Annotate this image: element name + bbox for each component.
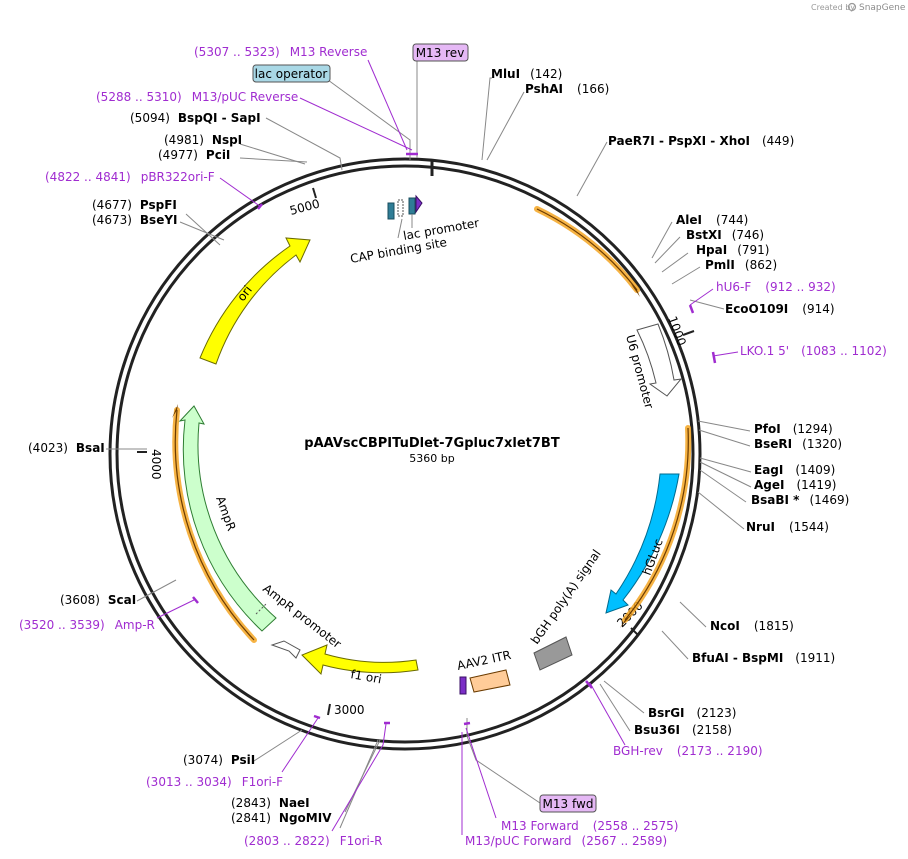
snapgene-credit: Created by SnapGene — [811, 2, 906, 13]
orf-arcs — [172, 206, 692, 643]
box-m13-rev[interactable]: M13 rev — [412, 43, 469, 62]
svg-text:(4981)NspI: (4981)NspI — [164, 133, 242, 147]
svg-text:(4677)PspFI: (4677)PspFI — [92, 198, 177, 212]
enzyme-labels-left[interactable]: (3074)PsiI (2843)NaeI (2841)NgoMIV (3608… — [28, 111, 332, 825]
svg-text:BfuAI - BspMI(1911): BfuAI - BspMI(1911) — [692, 651, 835, 665]
feature-lac-region[interactable]: lac promoter CAP binding site — [349, 194, 480, 266]
svg-text:M13 fwd: M13 fwd — [543, 797, 594, 811]
svg-text:(2803 .. 2822)F1ori-R: (2803 .. 2822)F1ori-R — [244, 834, 383, 848]
svg-text:AmpR: AmpR — [213, 494, 238, 532]
svg-text:M13/pUC Forward(2567 .. 2589): M13/pUC Forward(2567 .. 2589) — [465, 834, 667, 848]
svg-text:(3608)ScaI: (3608)ScaI — [60, 593, 136, 607]
plasmid-size: 5360 bp — [409, 452, 454, 465]
plasmid-backbone — [108, 157, 702, 751]
svg-text:Created by: Created by — [811, 3, 855, 12]
plasmid-name: pAAVscCBPITuDlet-7Gpluc7xlet7BT — [304, 436, 560, 451]
svg-text:(2841)NgoMIV: (2841)NgoMIV — [231, 811, 332, 825]
svg-text:hU6-F(912 .. 932): hU6-F(912 .. 932) — [716, 280, 836, 294]
svg-text:(4673)BseYI: (4673)BseYI — [92, 213, 178, 227]
tick-label-5000: 5000 — [288, 196, 321, 217]
svg-text:M13 Forward(2558 .. 2575): M13 Forward(2558 .. 2575) — [501, 819, 678, 833]
svg-text:(3074)PsiI: (3074)PsiI — [183, 753, 255, 767]
svg-text:(4822 .. 4841)pBR322ori-F: (4822 .. 4841)pBR322ori-F — [45, 170, 215, 184]
svg-text:BGH-rev(2173 .. 2190): BGH-rev(2173 .. 2190) — [613, 744, 763, 758]
svg-text:PaeR7I - PspXI - XhoI(449): PaeR7I - PspXI - XhoI(449) — [608, 134, 794, 148]
svg-text:MluI(142): MluI(142) — [491, 67, 562, 81]
svg-text:AAV2 ITR: AAV2 ITR — [456, 648, 513, 673]
svg-text:(4977)PciI: (4977)PciI — [158, 148, 230, 162]
svg-text:HpaI(791): HpaI(791) — [696, 243, 769, 257]
tick-label-1000: 1000 — [665, 314, 689, 347]
feature-f1-ori[interactable]: f1 ori — [301, 644, 423, 686]
svg-text:lac operator: lac operator — [255, 67, 328, 81]
svg-text:NruI(1544): NruI(1544) — [746, 520, 829, 534]
svg-text:(5307 .. 5323)M13 Reverse: (5307 .. 5323)M13 Reverse — [194, 45, 367, 59]
svg-text:NcoI(1815): NcoI(1815) — [710, 619, 794, 633]
primer-labels[interactable]: (5307 .. 5323)M13 Reverse (5288 .. 5310)… — [19, 45, 887, 848]
tick-label-3000: 3000 — [334, 703, 365, 717]
box-m13-fwd[interactable]: M13 fwd — [539, 794, 597, 813]
svg-text:SnapGene: SnapGene — [859, 3, 906, 13]
svg-text:PfoI(1294): PfoI(1294) — [754, 422, 833, 436]
svg-text:LKO.1 5'(1083 .. 1102): LKO.1 5'(1083 .. 1102) — [740, 344, 887, 358]
box-lac-operator[interactable]: lac operator — [252, 64, 331, 83]
svg-text:(4023)BsaI: (4023)BsaI — [28, 441, 105, 455]
svg-text:CAP binding site: CAP binding site — [349, 235, 448, 266]
feature-ori[interactable]: ori — [199, 237, 311, 365]
svg-text:BseRI(1320): BseRI(1320) — [754, 437, 842, 451]
tick-label-4000: 4000 — [149, 449, 163, 480]
leader-lines — [106, 60, 752, 829]
enzyme-labels[interactable]: MluI(142) PshAI(166) PaeR7I - PspXI - Xh… — [491, 67, 849, 737]
svg-text:(5288 .. 5310)M13/pUC Reverse: (5288 .. 5310)M13/pUC Reverse — [96, 90, 298, 104]
svg-text:BsrGI(2123): BsrGI(2123) — [648, 706, 736, 720]
primer-marks — [192, 152, 717, 726]
svg-text:Bsu36I(2158): Bsu36I(2158) — [634, 723, 732, 737]
svg-text:f1 ori: f1 ori — [349, 667, 382, 686]
svg-text:BstXI(746): BstXI(746) — [686, 228, 764, 242]
svg-text:PshAI(166): PshAI(166) — [525, 82, 609, 96]
svg-text:(3013 .. 3034)F1ori-F: (3013 .. 3034)F1ori-F — [146, 775, 283, 789]
svg-text:(5094)BspQI - SapI: (5094)BspQI - SapI — [130, 111, 261, 125]
svg-text:PmlI(862): PmlI(862) — [705, 258, 777, 272]
svg-text:EcoO109I(914): EcoO109I(914) — [725, 302, 835, 316]
svg-text:EagI(1409): EagI(1409) — [754, 463, 835, 477]
svg-text:bGH poly(A) signal: bGH poly(A) signal — [528, 547, 604, 647]
primer-leader-lines — [156, 59, 739, 835]
svg-text:AgeI(1419): AgeI(1419) — [754, 478, 836, 492]
svg-text:M13 rev: M13 rev — [416, 46, 465, 60]
svg-text:BsaBI *(1469): BsaBI *(1469) — [751, 493, 849, 507]
svg-text:(2843)NaeI: (2843)NaeI — [231, 796, 310, 810]
svg-text:(3520 .. 3539)Amp-R: (3520 .. 3539)Amp-R — [19, 618, 155, 632]
feature-aav2-itr[interactable]: AAV2 ITR — [456, 648, 513, 695]
feature-bgh-polya[interactable]: bGH poly(A) signal — [528, 547, 604, 671]
svg-text:AleI(744): AleI(744) — [676, 213, 748, 227]
